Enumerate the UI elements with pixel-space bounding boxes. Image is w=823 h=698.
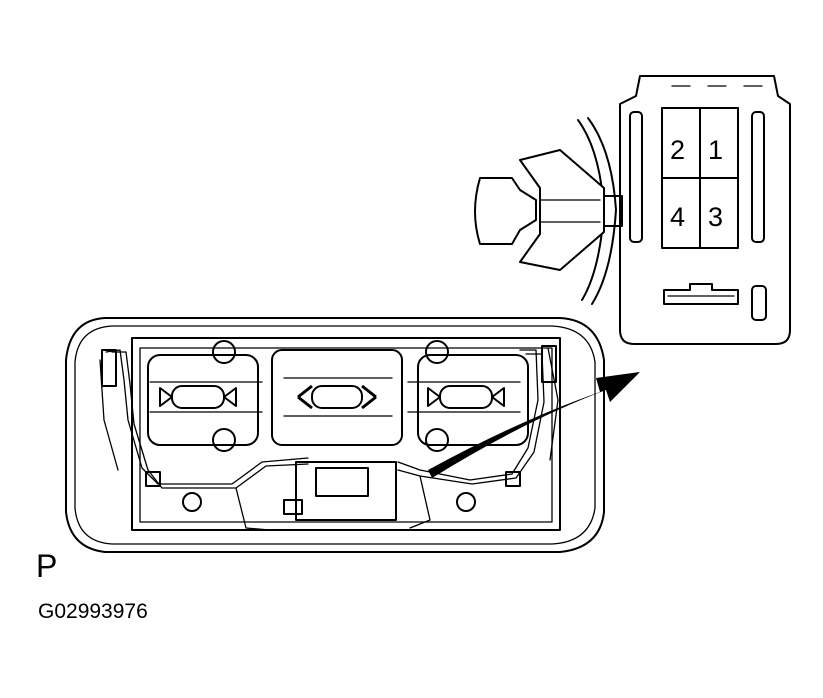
- leader-arrow: [428, 372, 640, 478]
- pin-1-label: 1: [708, 135, 723, 165]
- bulb-center: [297, 384, 377, 410]
- housing-inner-rim: [74, 325, 596, 545]
- connector-enlarged: 2 1 4 3: [474, 75, 791, 345]
- pin-3-label: 3: [708, 202, 723, 232]
- bulb-right: [427, 385, 505, 409]
- bulb-left: [159, 385, 237, 409]
- room-light-assembly: [65, 317, 605, 553]
- housing-outline: [65, 317, 605, 553]
- connector-key: [663, 283, 739, 305]
- inner-frame: [131, 337, 561, 531]
- view-label: P: [36, 548, 58, 584]
- switch-block: [295, 461, 397, 521]
- figure-id: G02993976: [38, 600, 148, 623]
- pin-2-label: 2: [670, 135, 685, 165]
- connector-body: [619, 75, 791, 345]
- pin-4-label: 4: [670, 202, 685, 232]
- mount-hole: [212, 340, 236, 364]
